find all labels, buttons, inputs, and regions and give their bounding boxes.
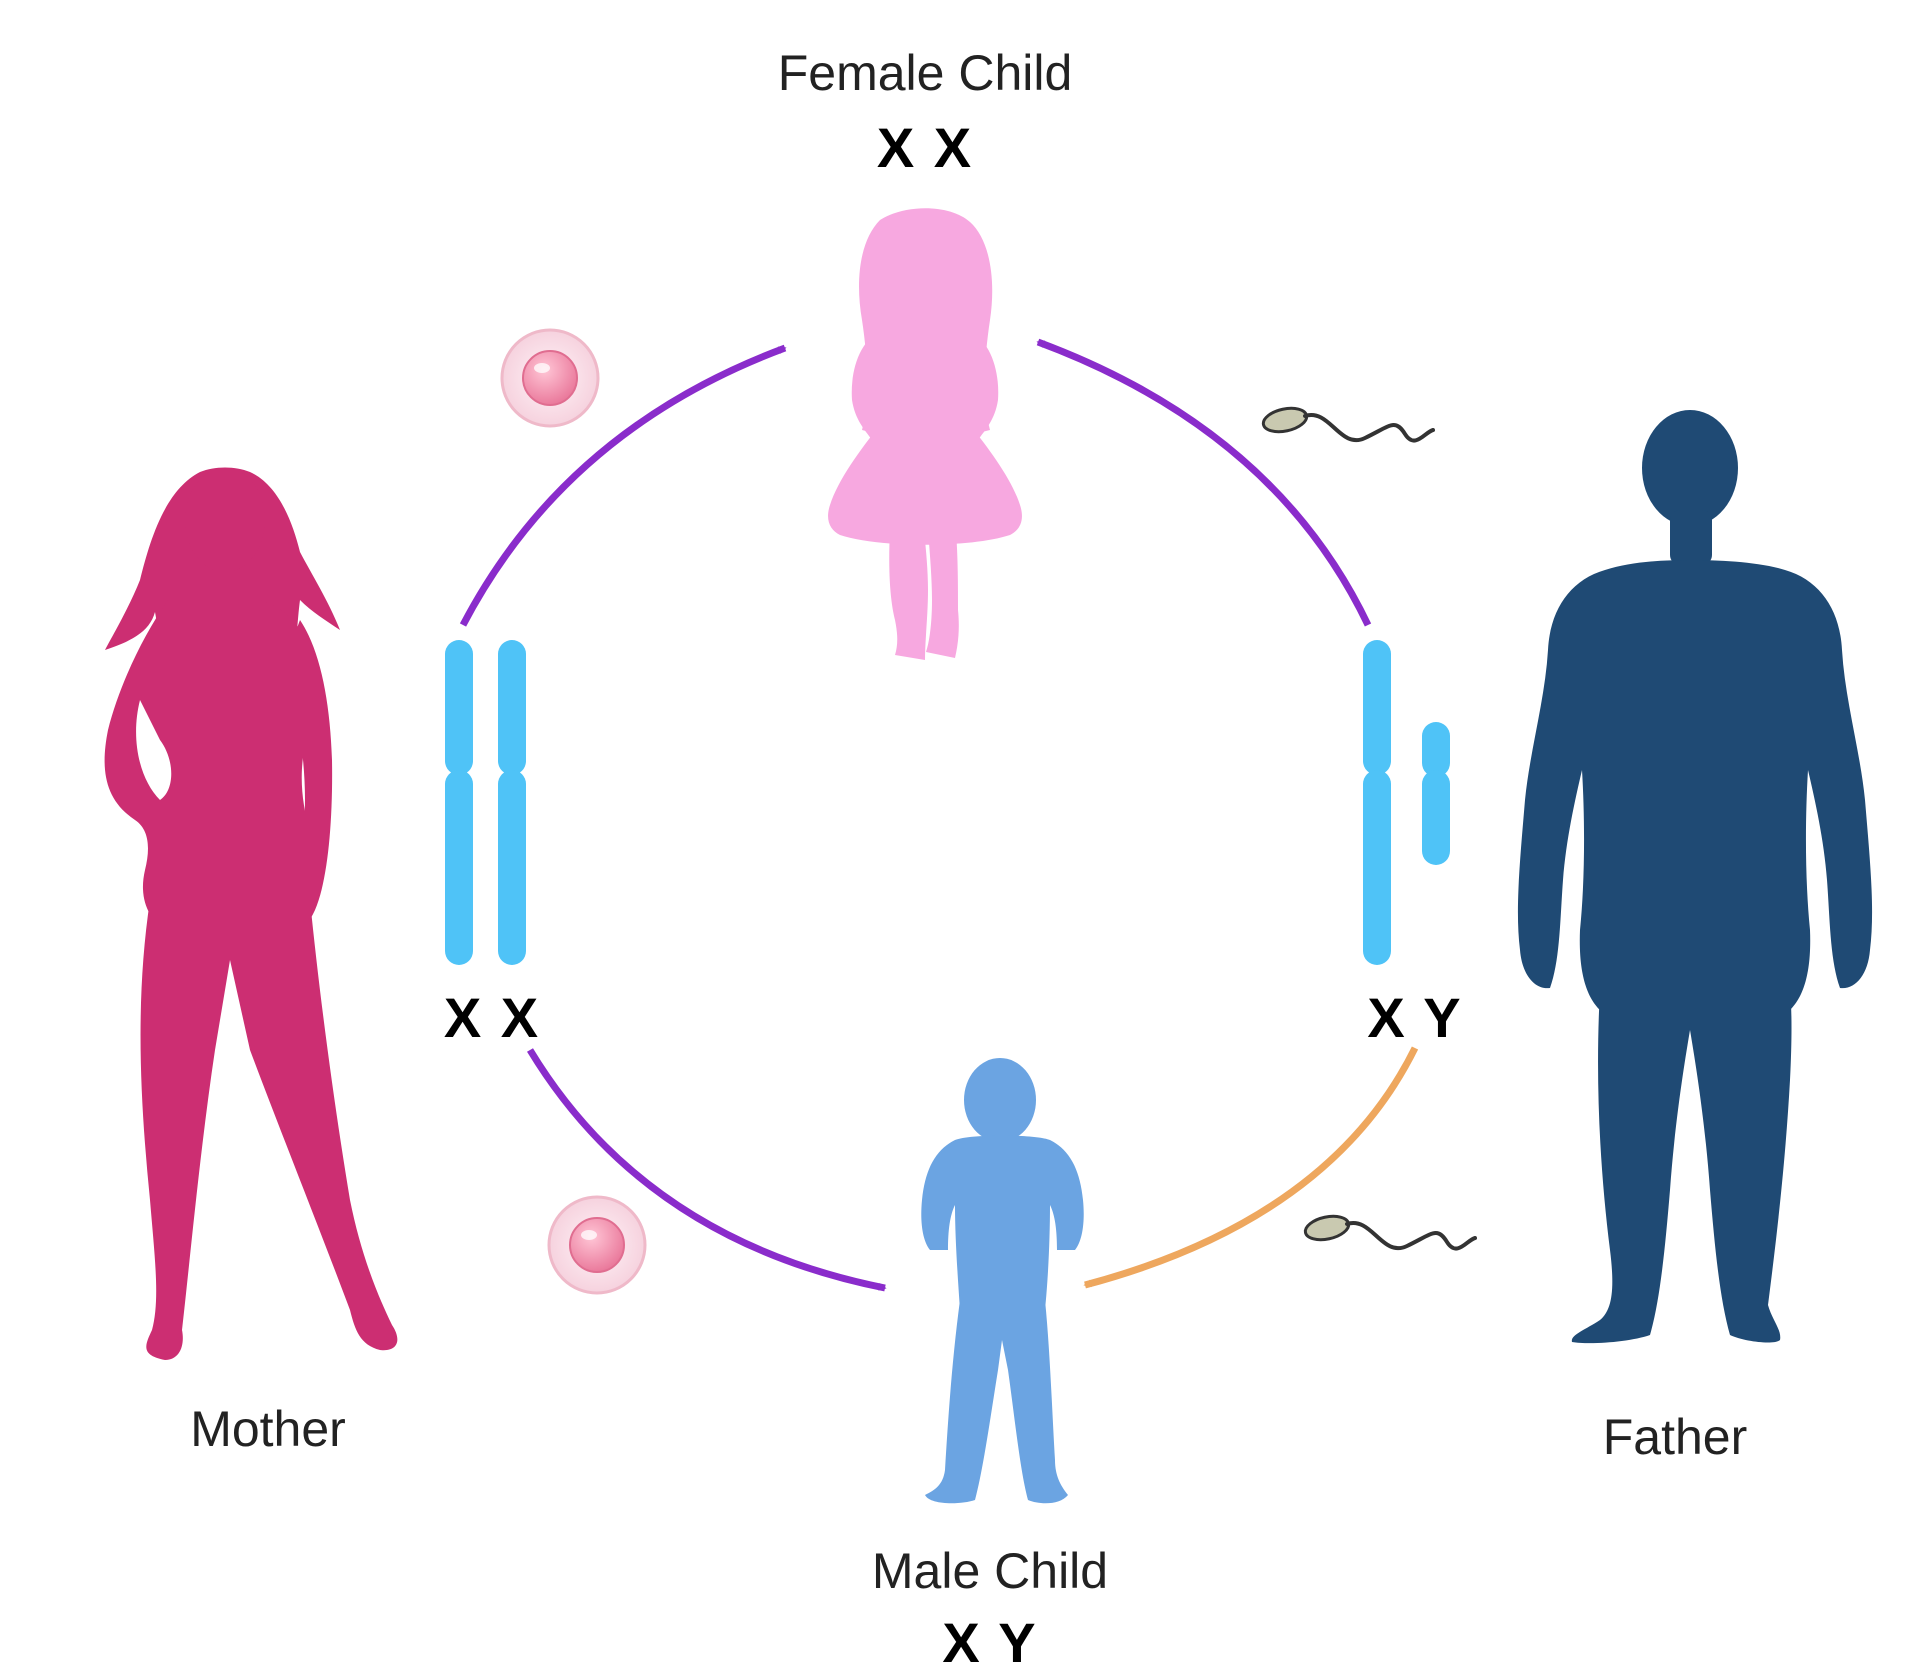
sperm-cell-icon	[1303, 1214, 1477, 1251]
chromosome-icon	[1363, 640, 1391, 965]
chromosome-icon	[445, 640, 473, 965]
arrow-father-to-female-child	[1036, 338, 1372, 627]
man-silhouette-icon	[1517, 410, 1873, 1344]
egg-cell-icon	[547, 1195, 647, 1295]
father-label: Father	[1602, 1409, 1748, 1465]
male-child-genotype: X Y	[942, 1611, 1038, 1668]
chromosome-icon	[498, 640, 526, 965]
arrow-mother-to-male-child	[527, 1048, 887, 1292]
arrow-father-to-male-child	[1083, 1046, 1419, 1289]
female-child-genotype: X X	[876, 116, 974, 179]
male-child-label: Male Child	[871, 1543, 1109, 1599]
mother-label: Mother	[190, 1401, 346, 1457]
girl-silhouette-icon	[828, 208, 1022, 660]
boy-silhouette-icon	[921, 1058, 1084, 1504]
father-chromosome-label: X Y	[1367, 986, 1463, 1049]
woman-silhouette-icon	[104, 467, 398, 1360]
mother-chromosome-pair	[445, 640, 526, 965]
female-child-label: Female Child	[777, 45, 1073, 101]
chromosome-y-icon	[1422, 722, 1450, 865]
arrow-mother-to-female-child	[459, 344, 787, 627]
sperm-cell-icon	[1261, 406, 1435, 443]
father-chromosome-pair	[1363, 640, 1450, 965]
mother-chromosome-label: X X	[443, 986, 541, 1049]
egg-cell-icon	[500, 328, 600, 428]
